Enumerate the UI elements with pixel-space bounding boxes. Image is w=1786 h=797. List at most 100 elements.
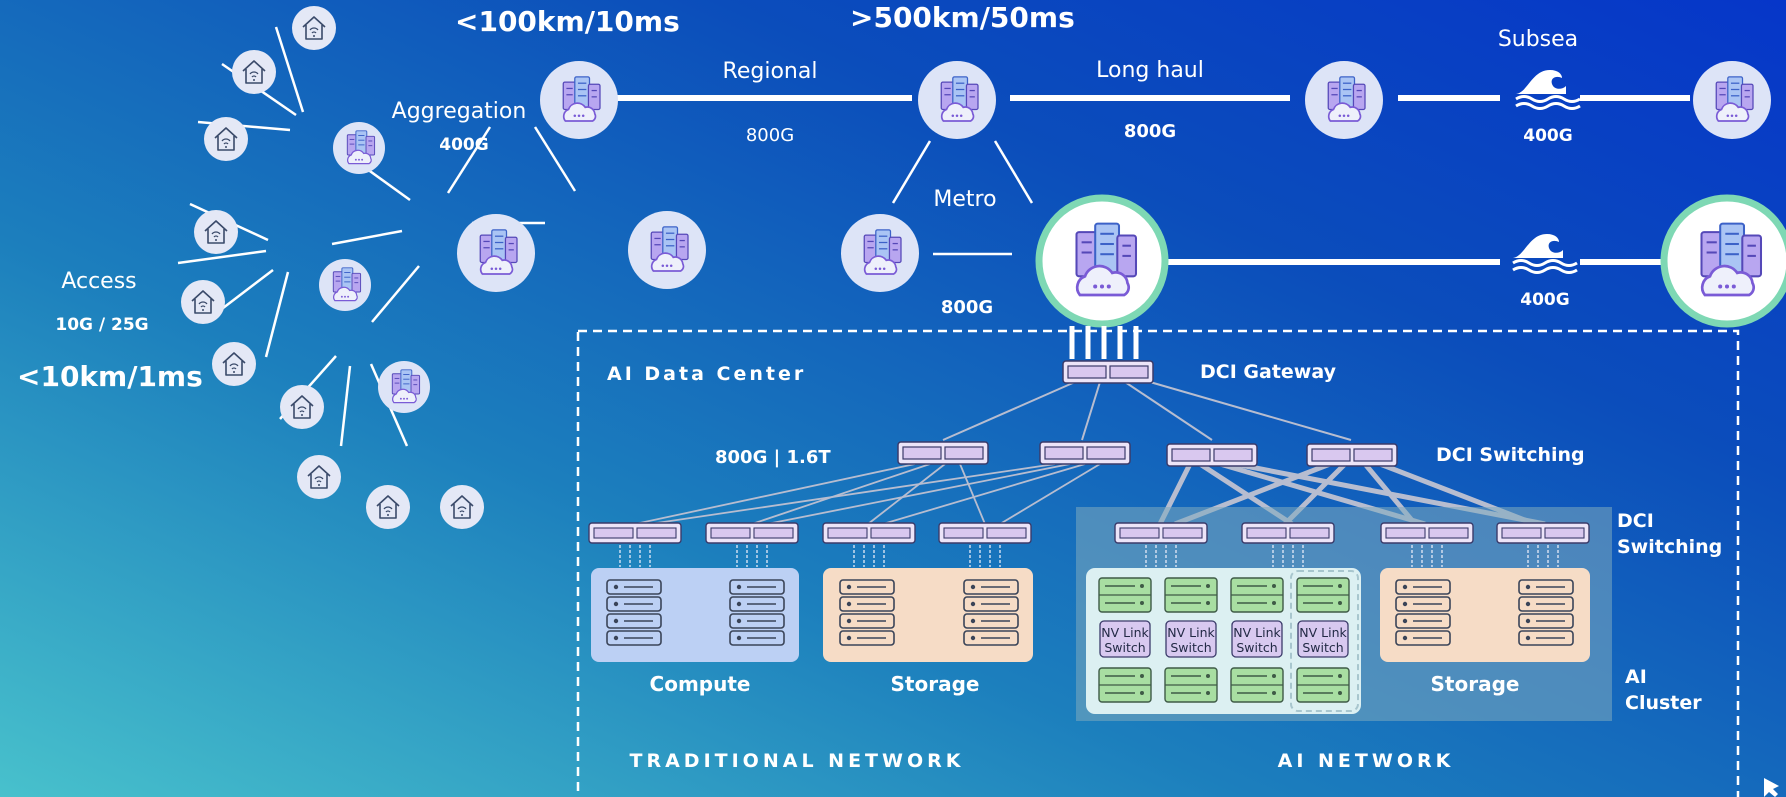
nvlink-switches: NV Link Switch NV Link Switch NV Link Sw…	[1099, 620, 1349, 658]
datacenter-boundary	[576, 329, 1740, 797]
home-icon	[279, 384, 325, 430]
ai-cluster-label: AI	[1625, 666, 1647, 688]
regional-label: Regional	[723, 59, 818, 84]
spine-switch	[1306, 443, 1398, 467]
gpu-tray-icon	[1098, 667, 1152, 703]
gateway-links	[942, 381, 1352, 441]
access-node	[378, 361, 430, 413]
svg-text:Switch: Switch	[1302, 640, 1343, 655]
longhaul-latency: >500km/50ms	[850, 1, 1075, 34]
access-label: Access	[61, 269, 136, 294]
home-icon	[203, 116, 249, 162]
cluster-switching-label-2: Switching	[1617, 536, 1722, 558]
svg-text:NV Link: NV Link	[1299, 625, 1347, 640]
access-node	[333, 122, 385, 174]
subsea-label: Subsea	[1498, 27, 1578, 52]
gpu-tray-icon	[1230, 577, 1284, 613]
home-icon	[439, 484, 485, 530]
subsea-speed-2: 400G	[1520, 290, 1569, 310]
gpu-tray-icon	[1296, 667, 1350, 703]
longhaul-speed: 800G	[1124, 121, 1176, 142]
gpu-tray-icon	[1098, 577, 1152, 613]
home-icon	[180, 279, 226, 325]
dci-gateway-switch	[1062, 360, 1154, 384]
home-icon	[231, 49, 277, 95]
svg-text:Switch: Switch	[1236, 640, 1277, 655]
nvlink-switch: NV Link Switch	[1165, 620, 1217, 658]
gpu-cluster-group	[1086, 568, 1361, 714]
home-icon	[211, 341, 257, 387]
home-icon	[291, 5, 337, 51]
datacenter-node	[1035, 194, 1169, 328]
spine-switch	[897, 441, 989, 465]
wave-icon	[1511, 232, 1579, 274]
metro-node	[841, 214, 919, 292]
edge-nodes	[319, 61, 1786, 413]
compute-label: Compute	[650, 672, 751, 696]
gpu-tray-icon	[1164, 667, 1218, 703]
datacenter-title: AI Data Center	[607, 363, 806, 385]
aggregation-label: Aggregation	[392, 99, 527, 124]
home-icon	[193, 209, 239, 255]
storage-group	[823, 568, 1033, 662]
ai-storage-label: Storage	[1431, 672, 1520, 696]
nvlink-switch: NV Link Switch	[1231, 620, 1283, 658]
cluster-switching-label: DCI	[1617, 510, 1654, 532]
leaf-switch	[1496, 522, 1590, 544]
traditional-links	[634, 463, 1101, 525]
wave-icon	[1514, 68, 1582, 110]
access-latency: <10km/1ms	[17, 360, 203, 393]
ai-storage-group	[1380, 568, 1590, 662]
compute-group	[591, 568, 799, 662]
svg-text:NV Link: NV Link	[1101, 625, 1149, 640]
home-icon	[296, 454, 342, 500]
spine-switch	[1039, 441, 1131, 465]
svg-text:Switch: Switch	[1170, 640, 1211, 655]
regional-latency: <100km/10ms	[455, 5, 680, 38]
metro-label: Metro	[933, 187, 996, 212]
backbone-links	[555, 95, 1690, 265]
home-icon	[365, 484, 411, 530]
spine-switch	[1166, 443, 1258, 467]
metro-speed: 800G	[941, 297, 993, 318]
subsea-speed: 400G	[1523, 126, 1572, 146]
longhaul-node	[1305, 61, 1383, 139]
longhaul-node	[918, 61, 996, 139]
leaf-switch	[1114, 522, 1208, 544]
access-speed: 10G / 25G	[55, 315, 148, 335]
regional-node	[540, 61, 618, 139]
leaf-switch	[1380, 522, 1474, 544]
access-node	[319, 259, 371, 311]
ai-cluster-label-2: Cluster	[1625, 692, 1702, 714]
leaf-switch	[705, 522, 799, 544]
dc-speed-label: 800G | 1.6T	[715, 447, 831, 468]
ai-network-label: AI NETWORK	[1278, 750, 1455, 772]
svg-text:NV Link: NV Link	[1167, 625, 1215, 640]
gpu-tray-icon	[1164, 577, 1218, 613]
mouse-cursor-icon	[1764, 778, 1779, 797]
regional-node	[628, 211, 706, 289]
svg-text:NV Link: NV Link	[1233, 625, 1281, 640]
dci-switching-row	[897, 441, 1398, 467]
dci-switching-label: DCI Switching	[1436, 444, 1585, 466]
gpu-tray-icon	[1230, 667, 1284, 703]
leaf-switch	[938, 522, 1032, 544]
leaf-switch	[588, 522, 682, 544]
subsea-node	[1693, 61, 1771, 139]
regional-speed: 800G	[746, 125, 794, 146]
storage-label: Storage	[891, 672, 980, 696]
subsea-wave-icons	[1511, 68, 1582, 274]
svg-text:Switch: Switch	[1104, 640, 1145, 655]
aggregation-speed: 400G	[439, 135, 488, 155]
nvlink-switch: NV Link Switch	[1297, 620, 1349, 658]
leaf-switch	[822, 522, 916, 544]
aggregation-node	[457, 214, 535, 292]
datacenter-node	[1660, 194, 1786, 328]
gpu-tray-icon	[1296, 577, 1350, 613]
nvlink-switch: NV Link Switch	[1099, 620, 1151, 658]
gateway-uplinks	[1069, 326, 1139, 359]
traditional-network-label: TRADITIONAL NETWORK	[630, 750, 965, 772]
leaf-switch	[1241, 522, 1335, 544]
dci-gateway-label: DCI Gateway	[1200, 361, 1337, 383]
